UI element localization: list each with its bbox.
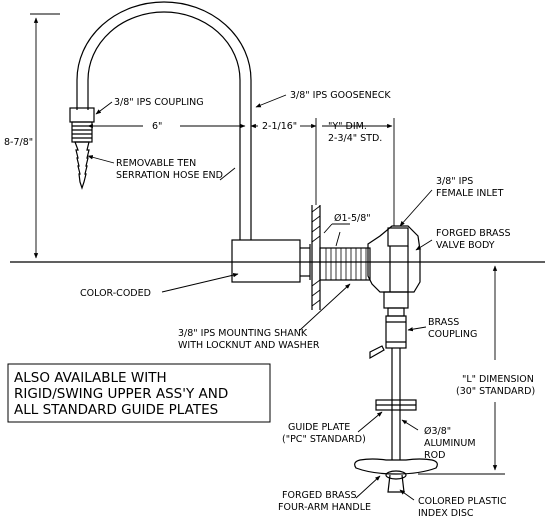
disc-label-2: INDEX DISC bbox=[418, 508, 474, 519]
ips-coupling bbox=[69, 107, 95, 143]
guide-plate-label: GUIDE PLATE bbox=[288, 422, 350, 433]
color-coded-label: COLOR-CODED bbox=[80, 288, 151, 299]
inlet-label: 3/8" IPS bbox=[436, 176, 473, 187]
disc-label: COLORED PLASTIC bbox=[418, 496, 507, 507]
availability-note: ALSO AVAILABLE WITH RIGID/SWING UPPER AS… bbox=[7, 363, 271, 423]
guide-plate-label-2: ("PC" STANDARD) bbox=[282, 434, 366, 445]
retaining-clip bbox=[369, 345, 385, 360]
hose-end-label-2: SERRATION HOSE END bbox=[116, 170, 223, 181]
reach-label: 6" bbox=[152, 121, 162, 132]
note-line-1: ALSO AVAILABLE WITH bbox=[14, 370, 167, 386]
note-line-2: RIGID/SWING UPPER ASS'Y AND bbox=[14, 386, 228, 402]
coupling-label: 3/8" IPS COUPLING bbox=[114, 97, 204, 108]
shank-label: 3/8" IPS MOUNTING SHANK bbox=[178, 328, 308, 339]
handle-label: FORGED BRASS bbox=[282, 490, 357, 501]
height-overall-label: 8-7/8" bbox=[4, 137, 33, 148]
rod-material-label: ALUMINUM bbox=[424, 438, 476, 449]
l-dim-std-label: (30" STANDARD) bbox=[456, 386, 535, 397]
shank-label-2: WITH LOCKNUT AND WASHER bbox=[178, 340, 320, 351]
hose-end bbox=[74, 141, 90, 190]
valve-body bbox=[367, 225, 421, 293]
handle-label-2: FOUR-ARM HANDLE bbox=[278, 502, 371, 513]
color-coded-base bbox=[231, 239, 301, 283]
diameter-label: Ø1-5/8" bbox=[334, 213, 371, 224]
gooseneck-label: 3/8" IPS GOOSENECK bbox=[290, 90, 391, 101]
brass-coupling-label-2: COUPLING bbox=[428, 329, 477, 340]
note-line-3: ALL STANDARD GUIDE PLATES bbox=[14, 402, 218, 418]
brass-coupling bbox=[385, 315, 407, 349]
index-disc bbox=[385, 470, 407, 480]
four-arm-handle bbox=[354, 458, 438, 493]
hose-end-label: REMOVABLE TEN bbox=[116, 158, 196, 169]
rod-diameter-label: Ø3/8" bbox=[424, 426, 451, 437]
rod-label: ROD bbox=[424, 450, 445, 461]
y-dim-label: "Y" DIM. bbox=[328, 121, 367, 132]
gooseneck bbox=[76, 1, 252, 240]
packing-nut bbox=[383, 291, 409, 309]
valve-body-label: FORGED BRASS bbox=[436, 228, 511, 239]
inlet-label-2: FEMALE INLET bbox=[436, 188, 504, 199]
y-dim-std-label: 2-3/4" STD. bbox=[328, 133, 382, 144]
l-dim-label: "L" DIMENSION bbox=[462, 374, 534, 385]
brass-coupling-label: BRASS bbox=[428, 317, 459, 328]
offset-label: 2-1/16" bbox=[262, 121, 297, 132]
valve-body-label-2: VALVE BODY bbox=[436, 240, 495, 251]
mounting-shank bbox=[319, 247, 371, 281]
